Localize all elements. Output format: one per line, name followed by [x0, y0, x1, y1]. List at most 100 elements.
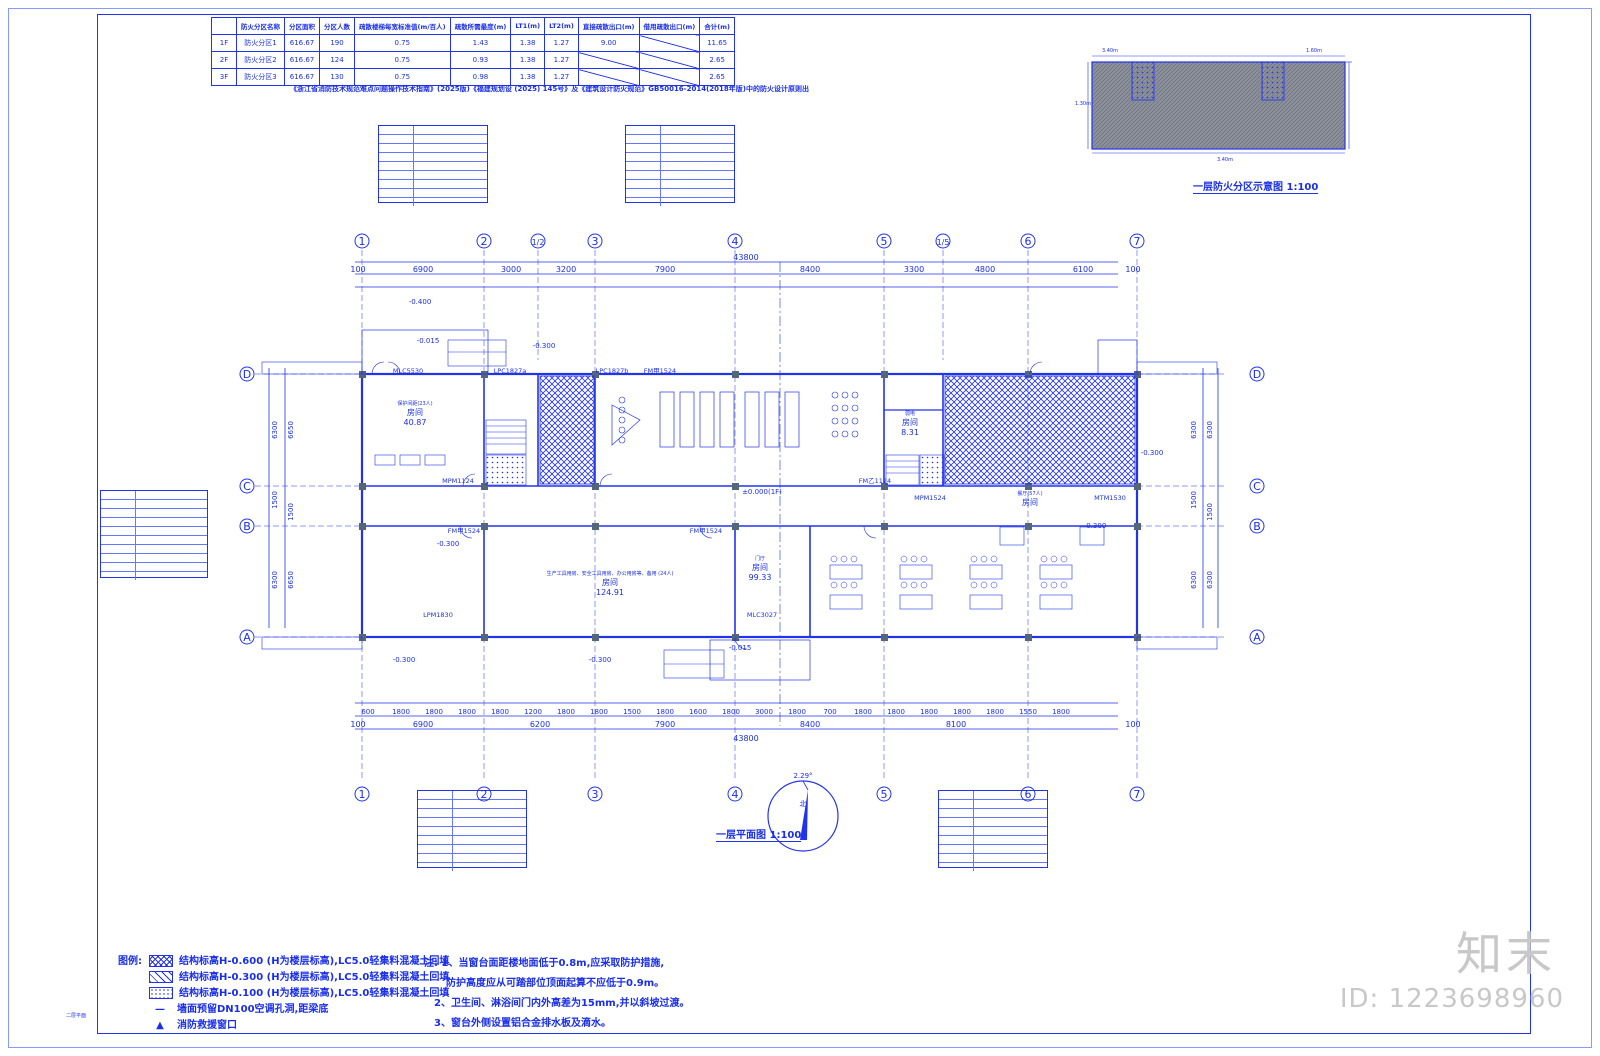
axis-bubble-right: [1249, 629, 1265, 645]
axis-bubble-right-label: C: [1253, 480, 1261, 493]
axis-bubble-top-label: 2: [481, 235, 488, 248]
door-label: FM乙1124: [859, 477, 891, 485]
door-label: FM甲1524: [690, 527, 722, 535]
table-row: 3F 防火分区3 616.67 130 0.75 0.98 1.38 1.27 …: [211, 68, 735, 86]
dim-bottom-detail: 1800: [986, 708, 1004, 716]
table-row: 2F 防火分区2 616.67 124 0.75 0.93 1.38 1.27 …: [211, 51, 735, 69]
axis-bubble-right-label: A: [1253, 631, 1261, 644]
note-line: 3、窗台外侧设置铝合金排水板及滴水。: [434, 1018, 611, 1029]
mini-plan-title: 一层防火分区示意图 1:100: [1193, 178, 1319, 194]
legend-item: ▲消防救援窗口: [149, 1018, 449, 1034]
legend: 图例: 结构标高H-0.600 (H为楼层标高),LC5.0轻集料混凝土回填 结…: [118, 954, 449, 1034]
room-area: 8.31: [901, 428, 919, 437]
axis-bubble-right: [1249, 518, 1265, 534]
room-area: 124.91: [596, 588, 624, 597]
dash-icon: —: [155, 1004, 165, 1015]
door-label: LPC1827a: [494, 367, 527, 375]
axis-bubble-right-label: B: [1253, 520, 1261, 533]
dim-top: 6100: [1073, 265, 1093, 274]
entry-canopy-bottom: [709, 639, 811, 681]
level-mark: -0.300: [393, 656, 416, 664]
cell: 130: [319, 68, 355, 86]
cell: 0.75: [354, 68, 451, 86]
outer-border: [8, 8, 1592, 1048]
axis-bubble-top: [727, 233, 743, 249]
dim-bottom-detail: 1600: [689, 708, 707, 716]
cross-hatch-swatch: [149, 955, 173, 967]
dim-right: 6300: [1190, 421, 1198, 439]
cell: [577, 68, 640, 86]
dim-bottom-detail: 1800: [392, 708, 410, 716]
legend-title: 图例:: [118, 956, 142, 967]
dim-right: 1500: [1190, 491, 1198, 509]
cell: 0.98: [449, 68, 512, 86]
dim-bottom-detail: 1200: [524, 708, 542, 716]
drawing-frame: [97, 14, 1531, 1034]
axis-bubble-top: [876, 233, 892, 249]
level-mark: ±0.000(1F): [742, 488, 782, 496]
legend-item: 结构标高H-0.600 (H为楼层标高),LC5.0轻集料混凝土回填: [149, 954, 449, 970]
level-mark: -0.300: [589, 656, 612, 664]
dim-left: 1500: [271, 491, 279, 509]
dim-left: 6300: [271, 421, 279, 439]
dim-bottom-detail: 1500: [623, 708, 641, 716]
cell: 2.65: [699, 68, 735, 86]
hatch-zone-kitchen: [944, 375, 1136, 485]
cell: [638, 34, 701, 52]
exterior-wall: [360, 372, 1139, 639]
axis-bubble-left: [239, 629, 255, 645]
axis-bubble-top: [354, 233, 370, 249]
room-name: 房间: [752, 562, 768, 572]
axis-bubble-top: [530, 233, 546, 249]
level-mark: -0.015: [417, 337, 440, 345]
dim-bottom-detail: 700: [823, 708, 836, 716]
dot-swatch: [149, 987, 173, 999]
dim-overall-bottom: 43800: [733, 734, 758, 743]
door-label: MTM1530: [1094, 494, 1126, 502]
axis-bubble-top-label: 6: [1025, 235, 1032, 248]
hatch-zone-stair: [539, 375, 595, 485]
dim-left: 6650: [287, 421, 295, 439]
door-label: MLC3027: [747, 611, 777, 619]
north-arrow: [767, 780, 839, 852]
dim-bottom-detail: 1800: [656, 708, 674, 716]
dim-bottom-detail: 1800: [788, 708, 806, 716]
level-mark: -0.300: [1084, 522, 1107, 530]
summary-note: 《浙江省消防技术规范难点问题操作技术指南》(2025版)《福建规划设 (2025…: [290, 85, 809, 93]
legend-item: 结构标高H-0.300 (H为楼层标高),LC5.0轻集料混凝土回填: [149, 970, 449, 986]
table-header-row: 防火分区名称 分区面积 分区人数 疏散楼梯每宽标准值(m/百人) 疏散所需最度(…: [211, 17, 735, 35]
dot-zone: [919, 454, 945, 486]
axis-bubble-bottom-label: 6: [1025, 788, 1032, 801]
axis-bubble-bottom: [1129, 786, 1145, 802]
axis-bubble-top-label: 1: [359, 235, 366, 248]
note-line: 注: 1、当窗台面距楼地面低于0.8m,应采取防护措施,: [424, 958, 665, 969]
mini-dim: 1.60m: [1306, 48, 1322, 54]
axis-bubble-top: [1020, 233, 1036, 249]
room-name: 房间: [1022, 497, 1038, 507]
door-label: FM甲1524: [644, 367, 676, 375]
axis-bubble-bottom-label: 2: [481, 788, 488, 801]
entry-canopy-top-right: [1097, 339, 1138, 375]
axis-bubble-left: [239, 366, 255, 382]
axis-bubble-left-label: C: [243, 480, 251, 493]
dim-bottom: 6200: [530, 720, 550, 729]
dim-top: 3300: [904, 265, 924, 274]
corner-label: 二层平面: [66, 1013, 87, 1019]
door-label: MPM1124: [442, 477, 474, 485]
axis-bubble-bottom: [587, 786, 603, 802]
dim-bottom: 6900: [413, 720, 433, 729]
axis-bubble-right: [1249, 366, 1265, 382]
axis-bubble-bottom: [1020, 786, 1036, 802]
cell: [638, 68, 701, 86]
door-label: FM甲1524: [448, 527, 480, 535]
dim-left: 6300: [271, 571, 279, 589]
dim-bottom: 8400: [800, 720, 820, 729]
dim-bottom: 100: [1125, 720, 1140, 729]
dim-bottom-detail: 1800: [920, 708, 938, 716]
info-box: [417, 790, 527, 871]
dim-top: 7900: [655, 265, 675, 274]
north-angle-label: 2.29°: [793, 772, 812, 780]
door-label: LPM1830: [423, 611, 453, 619]
dim-bottom-detail: 1800: [458, 708, 476, 716]
